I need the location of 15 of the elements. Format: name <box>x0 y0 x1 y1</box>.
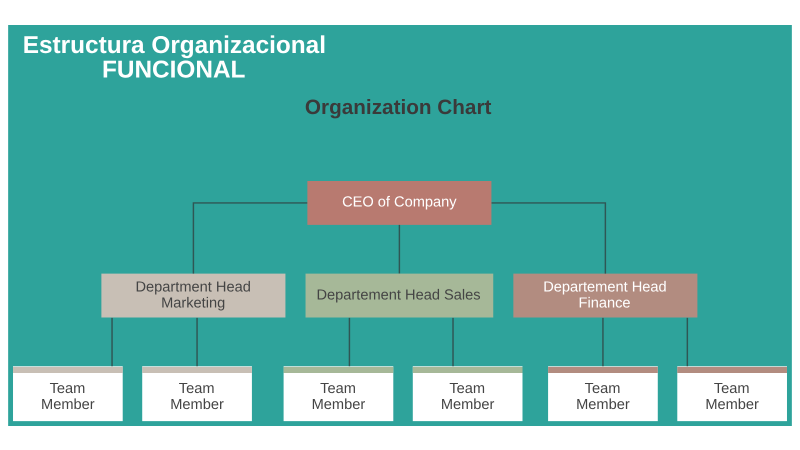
node-box: Department Head Marketing <box>101 273 286 318</box>
connector <box>492 202 606 274</box>
connector <box>602 317 604 366</box>
connector <box>192 202 308 274</box>
connector <box>398 224 400 273</box>
connector <box>111 317 113 366</box>
connector <box>452 317 454 366</box>
node-box: CEO of Company <box>307 180 492 224</box>
label: Organization Chart <box>304 96 492 119</box>
node-box: Departement Head Sales <box>306 273 494 318</box>
connector <box>348 317 350 366</box>
diagram-title: Estructura Organizacional FUNCIONAL <box>22 32 326 83</box>
connector <box>196 317 198 366</box>
node-box: Departement Head Finance <box>513 273 698 318</box>
connector <box>686 317 688 366</box>
